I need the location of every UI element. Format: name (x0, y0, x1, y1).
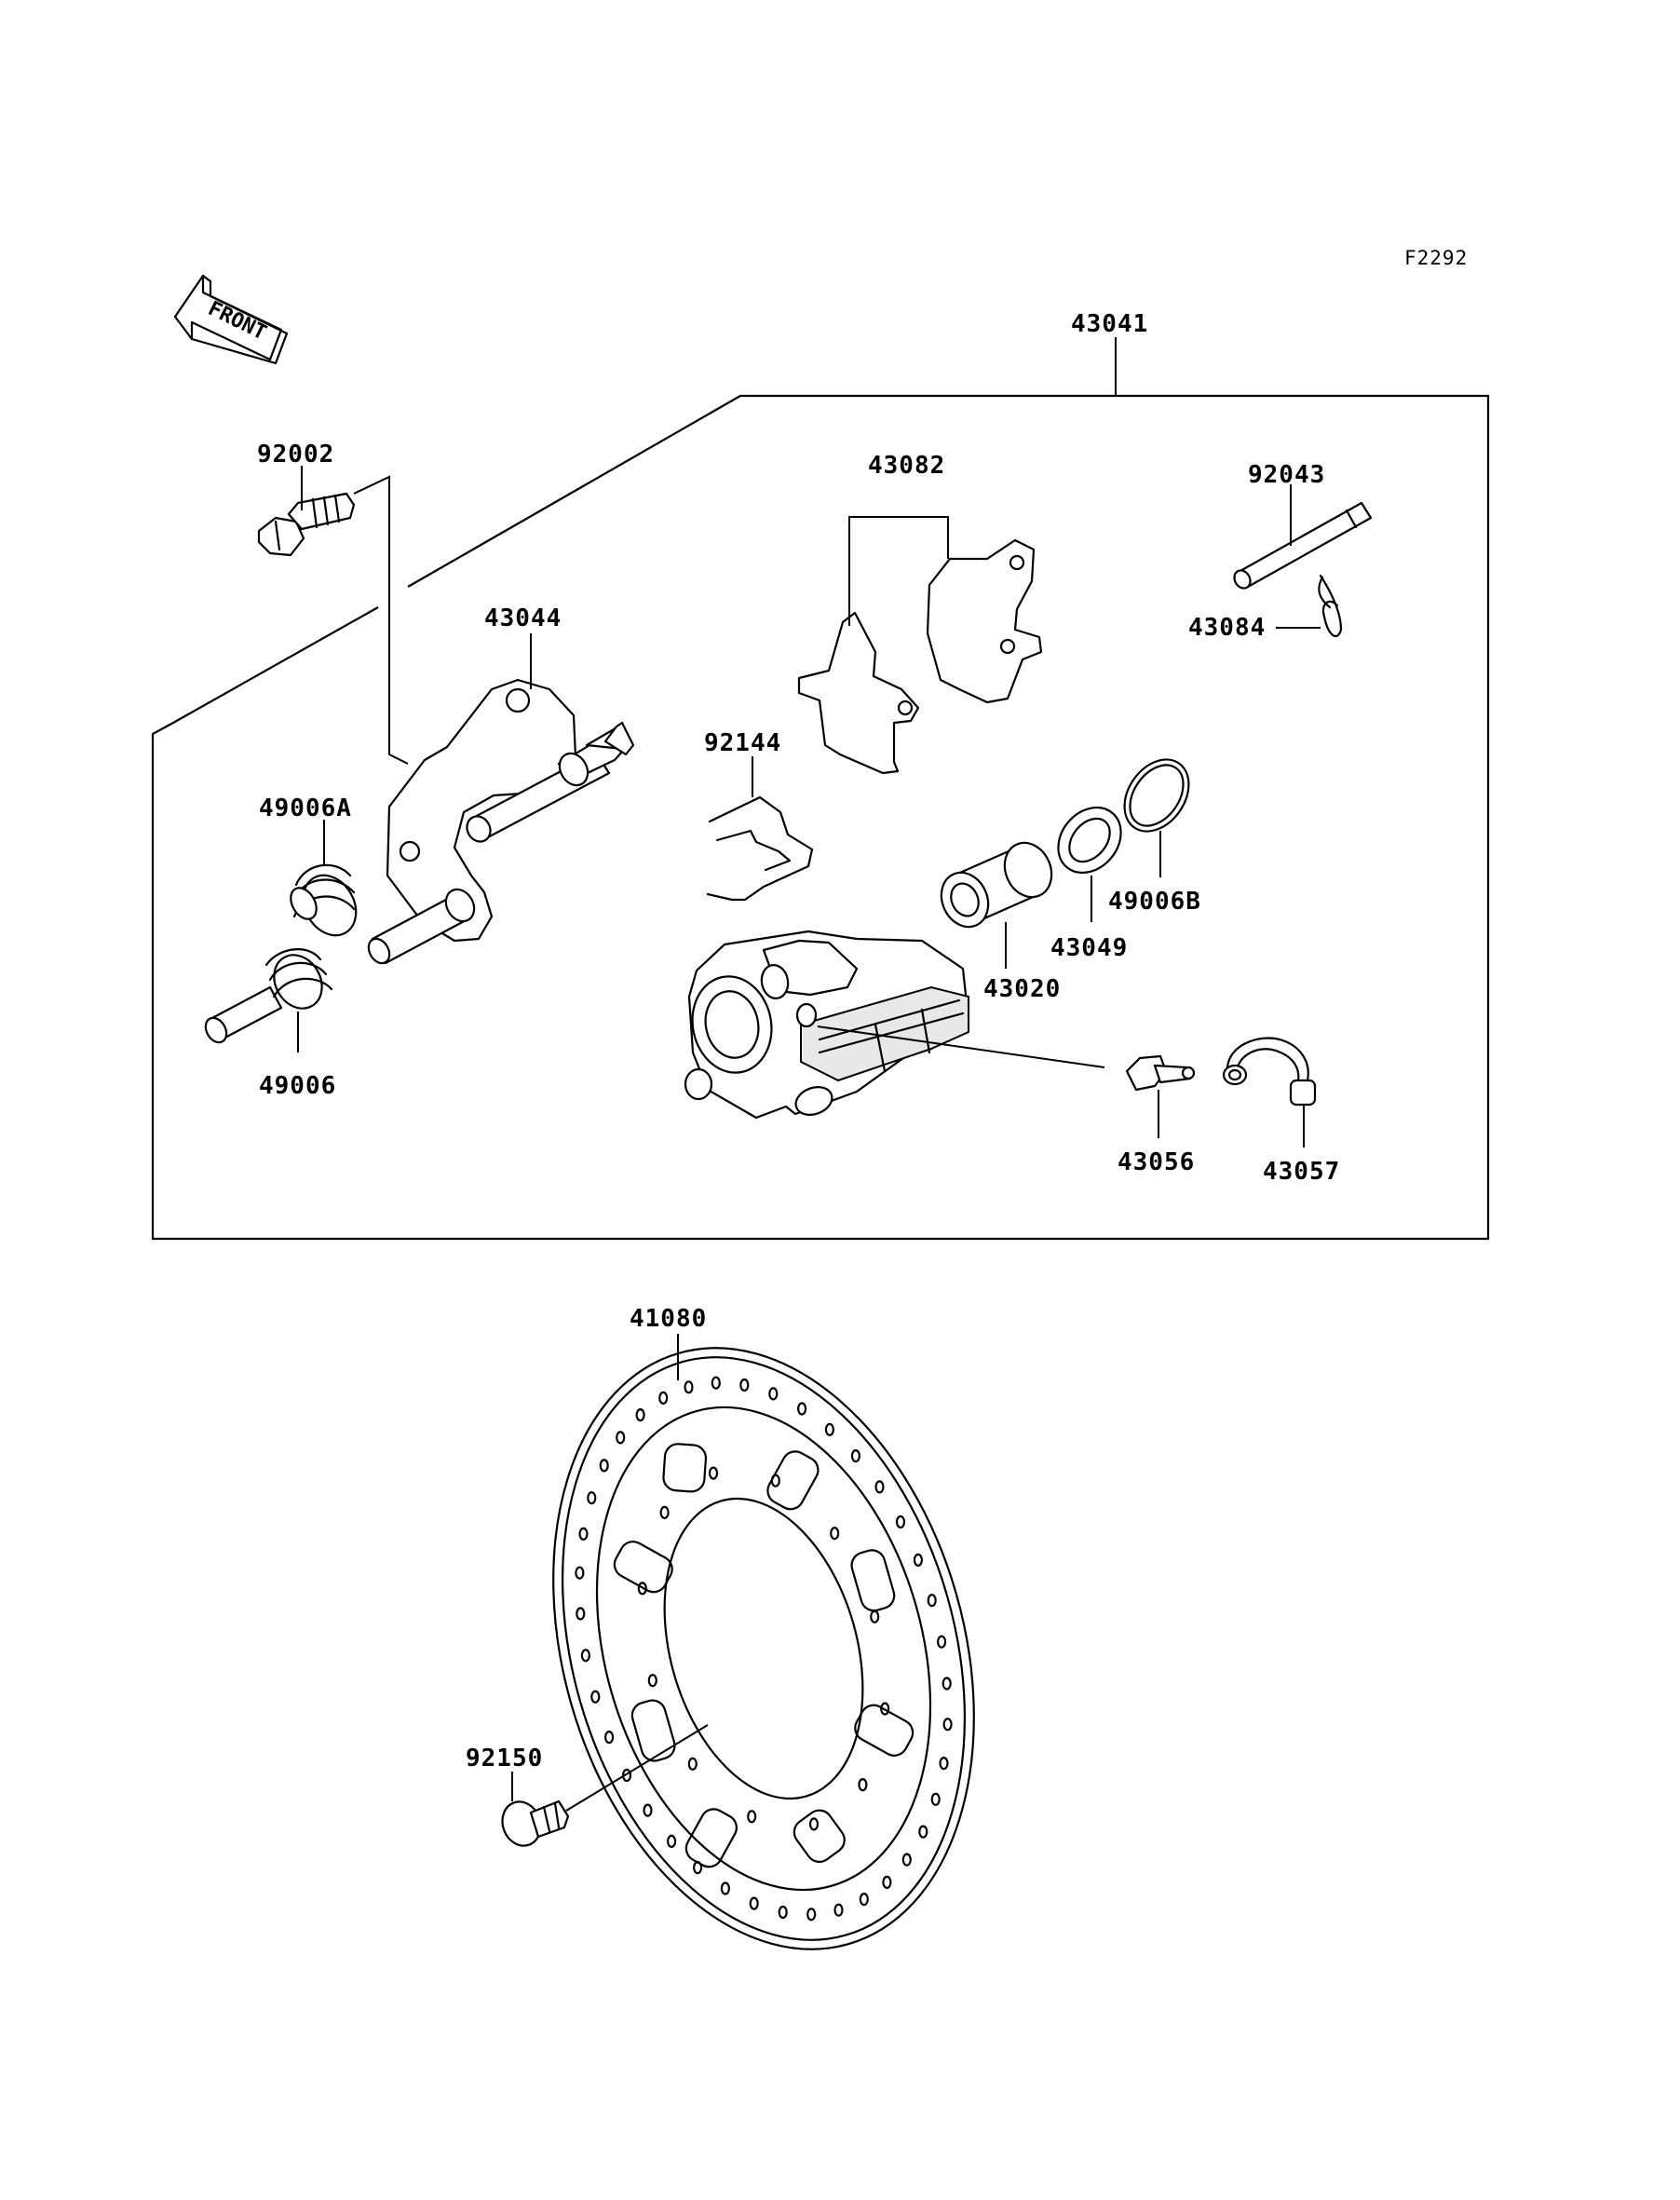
disc-hole (637, 1582, 647, 1596)
disc-hole (747, 1810, 757, 1824)
disc-hole (918, 1825, 928, 1839)
disc-hole (720, 1881, 731, 1895)
disc-hole (882, 1875, 892, 1890)
disc-hole (874, 1480, 885, 1494)
disc-hole (659, 1505, 670, 1520)
disc-hole (901, 1853, 912, 1867)
disc-hole (666, 1834, 677, 1849)
disc-hole (833, 1903, 844, 1917)
disc-hole (806, 1908, 817, 1922)
disc-hole (824, 1422, 835, 1437)
diagram-code: F2292 (1404, 247, 1468, 269)
disc-hole (635, 1407, 645, 1422)
label-43044: 43044 (484, 604, 562, 632)
label-41080: 41080 (630, 1305, 707, 1333)
pin-92043 (1233, 484, 1373, 590)
disc-hole (895, 1514, 906, 1529)
disc-hole (739, 1378, 750, 1392)
spring-92144 (706, 756, 814, 902)
bleeder-43056 (1125, 1054, 1196, 1138)
label-92043: 92043 (1248, 461, 1325, 489)
brake-pads-43082 (797, 516, 1043, 775)
boot-49006A (290, 820, 358, 937)
disc-hole (768, 1387, 779, 1401)
disc-hole (808, 1817, 820, 1831)
disc-hole (850, 1448, 861, 1463)
disc-hole (599, 1459, 609, 1473)
bolt-92150 (501, 1724, 709, 1847)
disc-hole (796, 1402, 807, 1416)
disc-hole (939, 1756, 949, 1771)
disc-hole (578, 1527, 589, 1541)
disc-hole (858, 1777, 868, 1792)
label-49006: 49006 (259, 1072, 336, 1100)
disc-hole (880, 1702, 890, 1716)
disc-hole (870, 1609, 880, 1623)
label-43082: 43082 (868, 452, 945, 480)
disc-hole (778, 1905, 788, 1920)
disc-hole (575, 1566, 585, 1580)
label-49006B: 49006B (1108, 888, 1201, 916)
disc-hole (942, 1677, 952, 1691)
bolt-92002 (257, 466, 409, 765)
disc-hole (913, 1553, 924, 1568)
disc-hole (576, 1607, 586, 1621)
disc-hole (930, 1792, 941, 1806)
disc-hole (603, 1730, 615, 1745)
label-43041: 43041 (1071, 310, 1148, 338)
disc-hole (942, 1718, 953, 1731)
clip-43084 (1276, 574, 1343, 638)
disc-hole (590, 1690, 601, 1704)
label-43057: 43057 (1263, 1158, 1340, 1186)
disc-hole (687, 1757, 698, 1771)
label-43020: 43020 (983, 975, 1061, 1003)
label-92002: 92002 (257, 441, 334, 469)
label-43084: 43084 (1188, 614, 1266, 642)
bracket-43044 (367, 633, 635, 965)
boot-49006 (204, 948, 333, 1052)
disc-hole (643, 1803, 653, 1817)
front-arrow-icon: FRONT (173, 274, 289, 365)
cap-43057 (1222, 1037, 1317, 1148)
label-49006A: 49006A (259, 794, 352, 822)
piston-43020 (940, 841, 1053, 969)
label-43056: 43056 (1118, 1148, 1195, 1176)
disc-hole (927, 1594, 937, 1608)
disc-hole (580, 1649, 591, 1663)
disc-hole (587, 1491, 597, 1505)
disc-hole (647, 1674, 657, 1688)
disc-hole (692, 1860, 703, 1875)
disc-hole (708, 1466, 719, 1480)
ring-49006B (1123, 758, 1190, 877)
disc-hole (936, 1635, 947, 1649)
seal-43049 (1057, 806, 1122, 922)
caliper-body (684, 930, 1105, 1120)
disc-hole (616, 1431, 626, 1445)
disc-hole (770, 1473, 780, 1487)
label-43049: 43049 (1050, 934, 1128, 962)
label-92150: 92150 (466, 1745, 543, 1772)
disc-hole (711, 1376, 721, 1390)
caliper-assembly-frame (151, 337, 1490, 1241)
disc-hole (749, 1896, 759, 1910)
disc-hole (859, 1892, 869, 1907)
brake-disc-41080 (552, 1334, 975, 1950)
label-92144: 92144 (704, 729, 781, 757)
disc-hole (684, 1380, 694, 1394)
disc-hole (830, 1527, 840, 1541)
disc-hole (658, 1391, 669, 1406)
